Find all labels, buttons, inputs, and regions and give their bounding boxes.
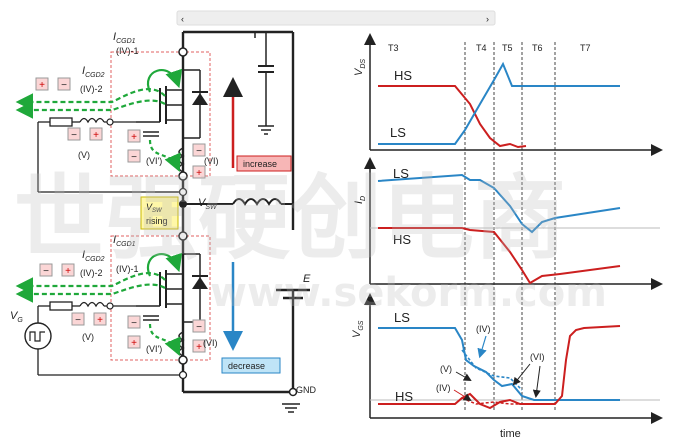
ls-labels: ICGD2 (IV)-2 ICGD1 (IV)-1 (V) (VI') (VI) bbox=[80, 234, 218, 354]
panel3-ls-label: LS bbox=[394, 310, 410, 325]
svg-text:世强硬创电商: 世强硬创电商 bbox=[14, 165, 566, 272]
pulse-source-icon bbox=[24, 322, 52, 350]
svg-text:VSW: VSW bbox=[146, 202, 163, 214]
annotation-label: (IV) bbox=[436, 383, 451, 393]
svg-text:−: − bbox=[131, 152, 137, 163]
panel3-ylabel: VGS bbox=[351, 320, 365, 338]
vsw-node-label: VSW bbox=[198, 197, 218, 211]
ls-mosfet bbox=[136, 253, 208, 323]
hs-mosfet bbox=[136, 69, 208, 139]
svg-text:+: + bbox=[39, 80, 45, 91]
panel1-ylabel: VDS bbox=[353, 59, 367, 76]
annotation-label: (VI) bbox=[530, 352, 545, 362]
panel3-hs-label: HS bbox=[395, 389, 413, 404]
svg-text:www.sekorm.com: www.sekorm.com bbox=[210, 270, 607, 316]
vsw-rising-box: VSW rising bbox=[140, 196, 179, 230]
panel2-hs-trace bbox=[378, 227, 621, 285]
svg-text:ICGD1: ICGD1 bbox=[113, 31, 136, 45]
svg-text:−: − bbox=[196, 146, 202, 157]
panel2-hs-label: HS bbox=[393, 232, 411, 247]
gate-current-paths bbox=[15, 68, 183, 357]
source-label: E bbox=[303, 273, 311, 285]
vg-label: VG bbox=[10, 310, 23, 324]
svg-text:(VI): (VI) bbox=[204, 156, 219, 166]
phase-label: T5 bbox=[502, 43, 513, 53]
increase-badge: increase bbox=[236, 155, 292, 172]
svg-text:+: + bbox=[131, 338, 137, 349]
watermark: 世强硬创电商 www.sekorm.com bbox=[14, 165, 607, 316]
svg-text:+: + bbox=[97, 315, 103, 326]
svg-text:−: − bbox=[131, 318, 137, 329]
vsw-node-dot bbox=[179, 200, 187, 208]
panel3-hs-dashed bbox=[461, 397, 540, 405]
svg-text:−: − bbox=[61, 80, 67, 91]
svg-text:(VI): (VI) bbox=[203, 338, 218, 348]
hs-labels: ICGD2 (IV)-2 ICGD1 (IV)-1 (V) (VI') (VI) bbox=[78, 31, 219, 166]
panel2-ls-label: LS bbox=[393, 166, 409, 181]
phase-label: T7 bbox=[580, 43, 591, 53]
panel1-ls-label: LS bbox=[390, 125, 406, 140]
decrease-badge: decrease bbox=[221, 357, 281, 374]
x-axis-label: time bbox=[500, 428, 521, 440]
svg-text:(IV)-2: (IV)-2 bbox=[80, 268, 103, 278]
svg-text:decrease: decrease bbox=[228, 361, 265, 371]
svg-text:−: − bbox=[71, 130, 77, 141]
svg-text:(VI'): (VI') bbox=[146, 344, 162, 354]
scroll-right-icon[interactable]: › bbox=[486, 14, 489, 24]
svg-text:increase: increase bbox=[243, 159, 277, 169]
svg-text:ICGD1: ICGD1 bbox=[113, 234, 136, 248]
panel3-hs-trace bbox=[378, 325, 621, 410]
half-bridge-circuit: E GND bbox=[10, 30, 317, 413]
svg-text:rising: rising bbox=[146, 216, 168, 226]
horizontal-scrollbar[interactable]: ‹ › bbox=[176, 10, 496, 26]
phase-label: T4 bbox=[476, 43, 487, 53]
panel1-ls-trace bbox=[378, 61, 620, 145]
svg-text:+: + bbox=[196, 168, 202, 179]
panel3-ls-trace bbox=[378, 327, 620, 401]
svg-text:(IV)-1: (IV)-1 bbox=[116, 46, 139, 56]
scroll-left-icon[interactable]: ‹ bbox=[181, 14, 184, 24]
gnd-label: GND bbox=[296, 385, 317, 395]
ls-device-box bbox=[110, 235, 211, 361]
hs-device-box bbox=[110, 51, 211, 177]
charge-markers: + − − + + − − + − + − + − + − + bbox=[35, 77, 206, 353]
svg-text:(IV)-2: (IV)-2 bbox=[80, 84, 103, 94]
svg-text:+: + bbox=[93, 130, 99, 141]
svg-text:ICGD2: ICGD2 bbox=[82, 249, 105, 263]
panel2-ylabel: ID bbox=[353, 196, 367, 204]
svg-text:(V): (V) bbox=[78, 150, 90, 160]
svg-text:(IV)-1: (IV)-1 bbox=[116, 264, 139, 274]
phase-label: T3 bbox=[388, 43, 399, 53]
svg-text:+: + bbox=[65, 266, 71, 277]
svg-text:−: − bbox=[75, 315, 81, 326]
svg-text:−: − bbox=[196, 322, 202, 333]
svg-text:(V): (V) bbox=[82, 332, 94, 342]
annotation-label: (IV) bbox=[476, 324, 491, 334]
panel2-ls-trace bbox=[377, 173, 621, 234]
waveform-charts: T3 T4 T5 T6 T7 VDS HS LS ID LS HS bbox=[351, 33, 663, 440]
panel1-hs-label: HS bbox=[394, 68, 412, 83]
svg-text:−: − bbox=[43, 266, 49, 277]
panel3-ls-dashed bbox=[461, 349, 523, 391]
svg-text:(VI'): (VI') bbox=[146, 156, 162, 166]
panel1-hs-trace bbox=[378, 85, 527, 149]
annotation-label: (V) bbox=[440, 364, 452, 374]
svg-text:ICGD2: ICGD2 bbox=[82, 65, 105, 79]
svg-text:+: + bbox=[131, 132, 137, 143]
phase-label: T6 bbox=[532, 43, 543, 53]
svg-text:+: + bbox=[196, 342, 202, 353]
